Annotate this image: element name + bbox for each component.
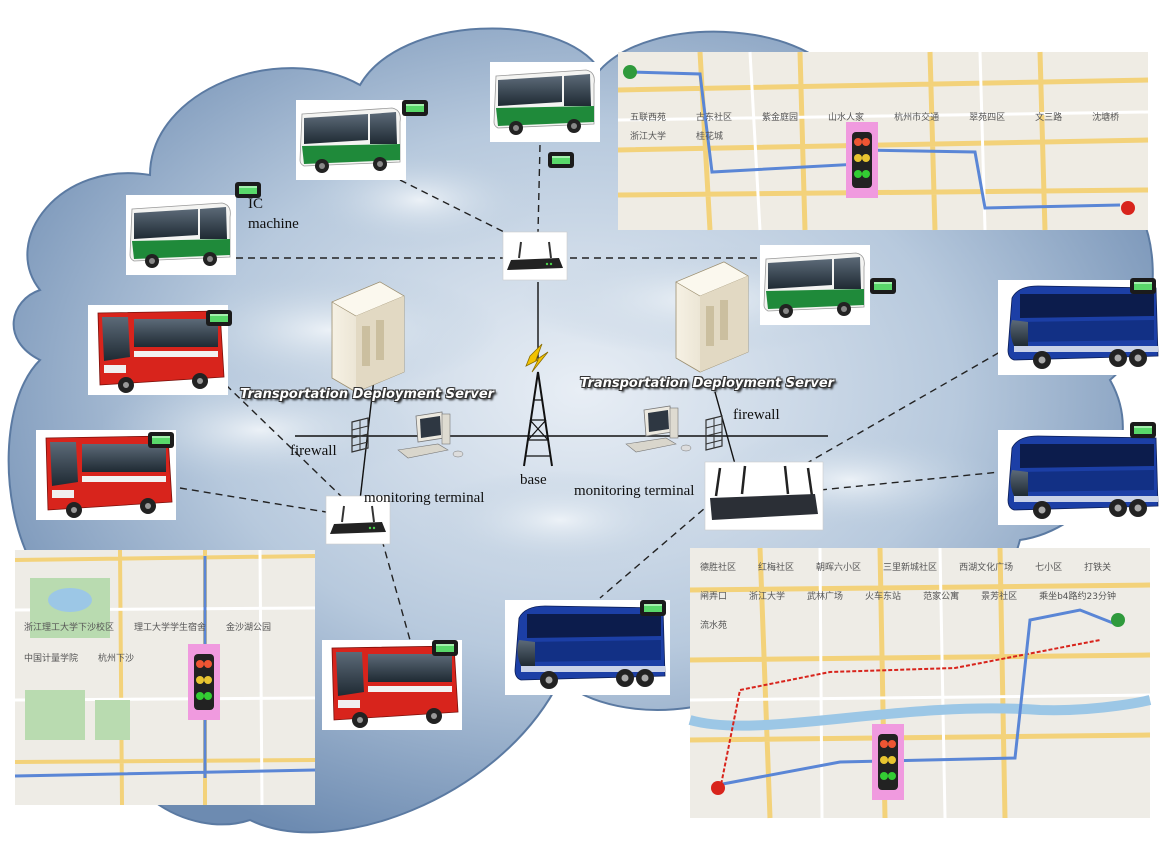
map-label: 沈塘桥 [1092, 113, 1120, 123]
map-label: 红梅社区 [758, 563, 795, 573]
map-label: 金沙湖公园 [226, 623, 272, 633]
map-label: 打铁关 [1084, 563, 1112, 573]
map-label: 范家公寓 [923, 592, 960, 602]
ic-machine-icon [548, 152, 574, 168]
server-label-left: Transportation Deployment Server [240, 387, 495, 402]
map-label: 翠苑四区 [969, 113, 1006, 123]
map-label: 理工大学学生宿舍 [134, 623, 207, 633]
map-label: 七小区 [1035, 563, 1063, 573]
server-icon [675, 261, 749, 373]
wired-network [295, 282, 828, 501]
ic-machine-icon [206, 310, 232, 326]
map-label: 桂花城 [696, 132, 724, 142]
map-right [688, 547, 1152, 819]
green-bus [125, 194, 237, 276]
map-label: 文三路 [1035, 113, 1063, 123]
firewall-label-left: firewall [290, 443, 337, 459]
map-left [14, 549, 316, 806]
ic-machine-icon [1130, 422, 1156, 438]
firewall-label-right: firewall [733, 407, 780, 423]
map-label: 浙江大学 [749, 592, 786, 602]
left-map-labels: 浙江理工大学下沙校区 理工大学学生宿舍 金沙湖公园 中国计量学院 杭州下沙 [24, 620, 304, 664]
top-map-labels: 五联西苑 古东社区 紫金庭园 山水人家 杭州市交通 翠苑四区 文三路 沈塘桥 浙… [630, 110, 1130, 142]
map-label: 杭州市交通 [894, 113, 940, 123]
ic-machine-icon [402, 100, 428, 116]
map-label: 德胜社区 [700, 563, 737, 573]
map-top [617, 51, 1149, 231]
blue-bus [997, 429, 1164, 526]
blue-bus [997, 279, 1164, 376]
right-map-labels: 德胜社区 红梅社区 朝晖六小区 三里新城社区 西湖文化广场 七小区 打铁关 闸弄… [700, 560, 1140, 631]
map-label: 武林广场 [807, 592, 844, 602]
ic-machine-icon [870, 278, 896, 294]
gateway-router-icon [704, 461, 824, 531]
ic-machine-icon [432, 640, 458, 656]
green-bus [759, 244, 871, 326]
monitoring-terminal-label-left: monitoring terminal [364, 490, 485, 506]
map-label: 浙江大学 [630, 132, 667, 142]
map-label: 紫金庭园 [762, 113, 799, 123]
map-label: 杭州下沙 [98, 654, 135, 664]
ic-machine-icon [640, 600, 666, 616]
map-label: 乘坐b4路约23分钟 [1039, 592, 1116, 602]
map-label: 古东社区 [696, 113, 733, 123]
green-bus [295, 99, 407, 181]
base-label: base [520, 472, 547, 488]
ic-machine-label: IC machine [248, 194, 299, 234]
green-bus [489, 61, 601, 143]
ic-label-line-1: IC [248, 196, 263, 212]
server-icon [331, 281, 405, 393]
map-label: 浙江理工大学下沙校区 [24, 623, 115, 633]
map-label: 三里新城社区 [883, 563, 938, 573]
ic-machine-icon [1130, 278, 1156, 294]
server-label-right: Transportation Deployment Server [580, 376, 835, 391]
ic-label-line-2: machine [248, 216, 299, 232]
monitoring-terminal-label-right: monitoring terminal [574, 483, 695, 499]
map-label: 景芳社区 [981, 592, 1018, 602]
map-label: 西湖文化广场 [959, 563, 1014, 573]
ic-machine-icon [148, 432, 174, 448]
map-label: 火车东站 [865, 592, 902, 602]
base-station-tower-icon [523, 343, 553, 467]
map-label: 朝晖六小区 [816, 563, 862, 573]
map-label: 中国计量学院 [24, 654, 79, 664]
map-label: 山水人家 [828, 113, 865, 123]
map-label: 五联西苑 [630, 113, 667, 123]
map-label: 闸弄口 [700, 592, 728, 602]
wireless-router-icon [502, 231, 568, 281]
map-label: 流水苑 [700, 621, 728, 631]
